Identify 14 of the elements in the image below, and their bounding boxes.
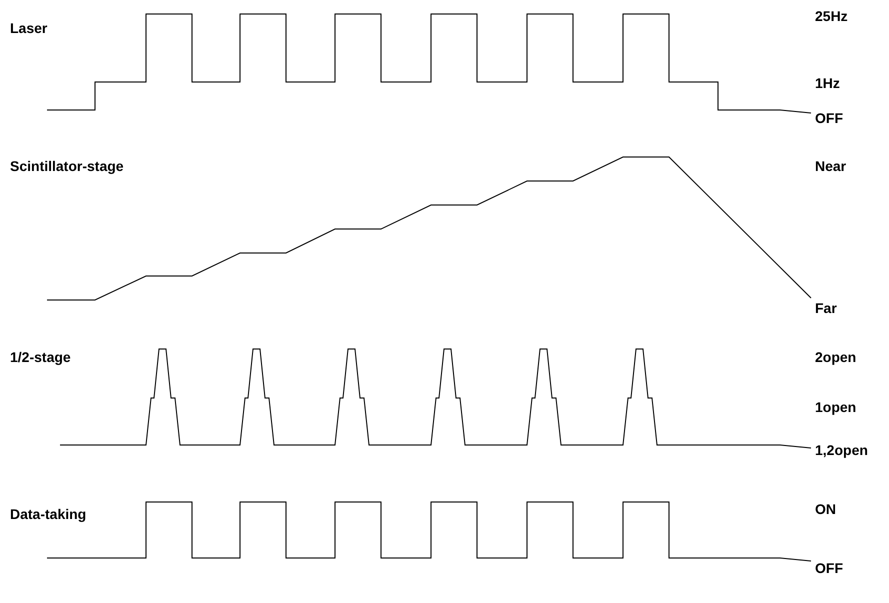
level-label: 2open <box>815 349 856 365</box>
level-label: 25Hz <box>815 8 848 24</box>
level-label: 1open <box>815 399 856 415</box>
signal-name: Laser <box>10 20 48 36</box>
level-label: Far <box>815 300 837 316</box>
signal-name: Data-taking <box>10 506 86 522</box>
level-label: OFF <box>815 560 843 576</box>
level-label: Near <box>815 158 846 174</box>
signal-name: Scintillator-stage <box>10 158 124 174</box>
level-label: 1,2open <box>815 442 868 458</box>
signal-name: 1/2-stage <box>10 349 71 365</box>
level-label: 1Hz <box>815 75 840 91</box>
level-label: ON <box>815 501 836 517</box>
level-label: OFF <box>815 110 843 126</box>
